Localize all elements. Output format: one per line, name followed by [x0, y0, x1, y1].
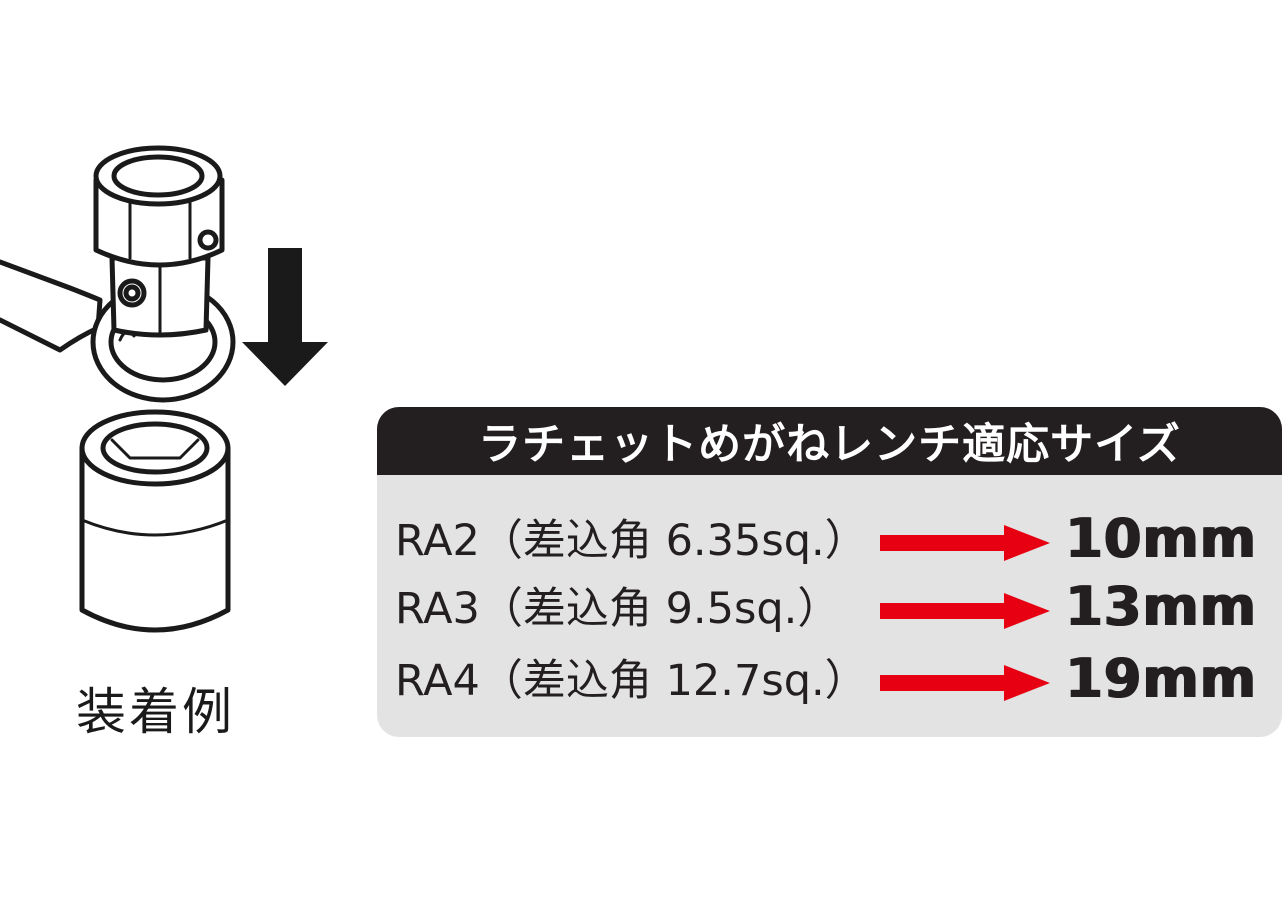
table-row: RA4（差込角 12.7sq.） 19mm: [377, 647, 1282, 711]
size-value: 10mm: [1064, 507, 1256, 570]
size-table: ラチェットめがねレンチ適応サイズ RA2（差込角 6.35sq.） 10mm R…: [377, 407, 1282, 737]
right-arrow-icon: [880, 525, 1050, 561]
size-table-title: ラチェットめがねレンチ適応サイズ: [377, 407, 1282, 475]
diagram-caption: 装着例: [76, 683, 235, 741]
table-row: RA3（差込角 9.5sq.） 13mm: [377, 575, 1282, 639]
table-row: RA2（差込角 6.35sq.） 10mm: [377, 507, 1282, 571]
model-label: RA3（差込角 9.5sq.）: [395, 584, 841, 634]
down-arrow-icon: [242, 248, 328, 386]
size-value: 13mm: [1064, 575, 1256, 638]
wrench-socket-adapter-illustration: [0, 145, 328, 633]
right-arrow-icon: [880, 593, 1050, 629]
model-label: RA4（差込角 12.7sq.）: [395, 656, 868, 706]
model-label: RA2（差込角 6.35sq.）: [395, 516, 868, 566]
right-arrow-icon: [880, 665, 1050, 701]
size-value: 19mm: [1064, 647, 1256, 710]
